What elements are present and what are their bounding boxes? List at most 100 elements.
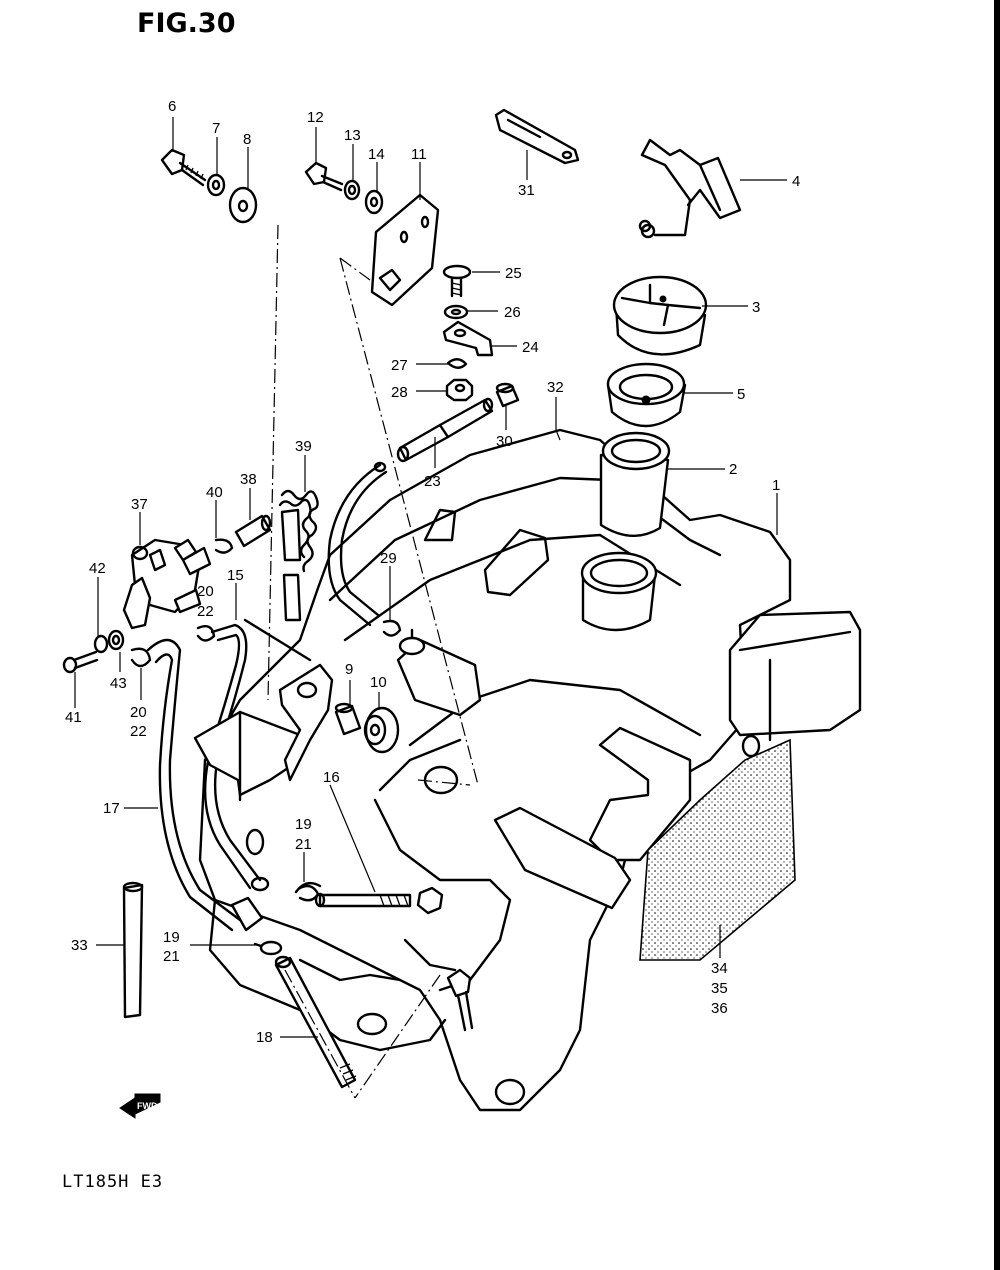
callout-24: 24	[522, 339, 539, 356]
callout-20-upper: 20	[197, 583, 214, 600]
callout-18: 18	[256, 1029, 273, 1046]
washer-13	[343, 179, 361, 201]
fuel-hose-17	[146, 638, 264, 932]
cushion-10	[363, 706, 400, 754]
leader-lines	[74, 117, 787, 1038]
nut-28	[445, 378, 474, 402]
callout-15: 15	[227, 567, 244, 584]
vent-hose-loop	[327, 461, 388, 627]
callout-34: 34	[711, 960, 728, 977]
cap-gasket	[606, 362, 687, 428]
callout-11: 11	[411, 146, 427, 163]
cap-retainer-clip	[638, 138, 742, 239]
tank-filler-neck	[580, 551, 658, 632]
callout-37: 37	[131, 496, 148, 513]
screw-41	[62, 650, 99, 674]
figure-title: FIG.30	[137, 8, 236, 39]
clip-29	[382, 619, 402, 637]
washer-14	[364, 189, 384, 215]
callout-21-upper: 21	[295, 836, 312, 853]
clip-20-22-lower	[130, 647, 152, 668]
callout-27: 27	[391, 357, 408, 374]
callout-43: 43	[110, 675, 127, 692]
hose-33	[122, 881, 144, 1019]
callout-14: 14	[368, 146, 385, 163]
callout-5: 5	[737, 386, 745, 403]
callout-9: 9	[345, 661, 353, 678]
washer-8	[228, 186, 258, 224]
clip-40	[214, 538, 234, 554]
washer-26	[443, 304, 469, 320]
bolt-16	[314, 886, 444, 915]
clip-20-22-upper	[196, 625, 216, 642]
tank-bracket-11	[370, 193, 440, 307]
callout-39: 39	[295, 438, 312, 455]
drain-hose-18	[274, 955, 357, 1089]
screw-25	[442, 264, 472, 298]
callout-28: 28	[391, 384, 408, 401]
callout-33: 33	[71, 937, 88, 954]
assembly-lines	[267, 224, 479, 1099]
fuel-hose-15	[203, 623, 270, 892]
callout-31: 31	[518, 182, 535, 199]
callout-6: 6	[168, 98, 176, 115]
callout-29: 29	[380, 550, 397, 567]
spring-39	[278, 489, 319, 573]
filler-pipe	[599, 431, 671, 538]
washer-43	[107, 629, 125, 651]
callout-7: 7	[212, 120, 220, 137]
callout-20-lower: 20	[130, 704, 147, 721]
callout-19-lower: 19	[163, 929, 180, 946]
callout-30: 30	[496, 433, 513, 450]
model-label: LT185H E3	[62, 1172, 164, 1192]
bolt-12	[304, 161, 344, 192]
collar-9	[334, 702, 362, 736]
callout-10: 10	[370, 674, 387, 691]
callout-17: 17	[103, 800, 120, 817]
callout-22-lower: 22	[130, 723, 147, 740]
breather-hose-23	[396, 397, 494, 463]
callout-3: 3	[752, 299, 760, 316]
callout-41: 41	[65, 709, 82, 726]
bolt-6	[160, 148, 207, 187]
callout-13: 13	[344, 127, 361, 144]
callout-2: 2	[729, 461, 737, 478]
clip-19-21-lower	[253, 940, 283, 956]
mounting-bracket-plate	[193, 618, 334, 802]
fwd-label: FWD	[137, 1101, 158, 1111]
plug-30	[495, 382, 520, 408]
callout-23: 23	[424, 473, 441, 490]
heat-shield-gasket	[639, 738, 796, 961]
fuel-sender-tube	[396, 628, 482, 717]
fwd-arrow-icon: FWD	[119, 1093, 161, 1119]
hose-15-upper	[280, 508, 302, 622]
clamp-24	[442, 320, 494, 357]
hose-38	[234, 514, 272, 548]
callout-40: 40	[206, 484, 223, 501]
callout-19-upper: 19	[295, 816, 312, 833]
callout-labels: 1 2 3 4 5 6 7 8 9 10 11 12 13 14 15 16 1…	[65, 98, 800, 1046]
callout-21-lower: 21	[163, 948, 180, 965]
strap-bracket	[494, 108, 580, 165]
callout-4: 4	[792, 173, 800, 190]
tank-screw	[446, 968, 474, 1032]
callout-12: 12	[307, 109, 324, 126]
callout-1: 1	[772, 477, 780, 494]
callout-8: 8	[243, 131, 251, 148]
callout-16: 16	[323, 769, 340, 786]
callout-26: 26	[504, 304, 521, 321]
washer-27	[446, 358, 468, 369]
callout-35: 35	[711, 980, 728, 997]
callout-25: 25	[505, 265, 522, 282]
callout-38: 38	[240, 471, 257, 488]
page-edge-bar	[994, 0, 1000, 1270]
callout-22-upper: 22	[197, 603, 214, 620]
fuel-cock-37	[122, 538, 212, 630]
callout-36: 36	[711, 1000, 728, 1017]
callout-32: 32	[547, 379, 564, 396]
clip-19-21-upper	[294, 881, 322, 902]
callout-42: 42	[89, 560, 106, 577]
washer-7	[206, 173, 226, 197]
washer-42	[93, 634, 109, 654]
